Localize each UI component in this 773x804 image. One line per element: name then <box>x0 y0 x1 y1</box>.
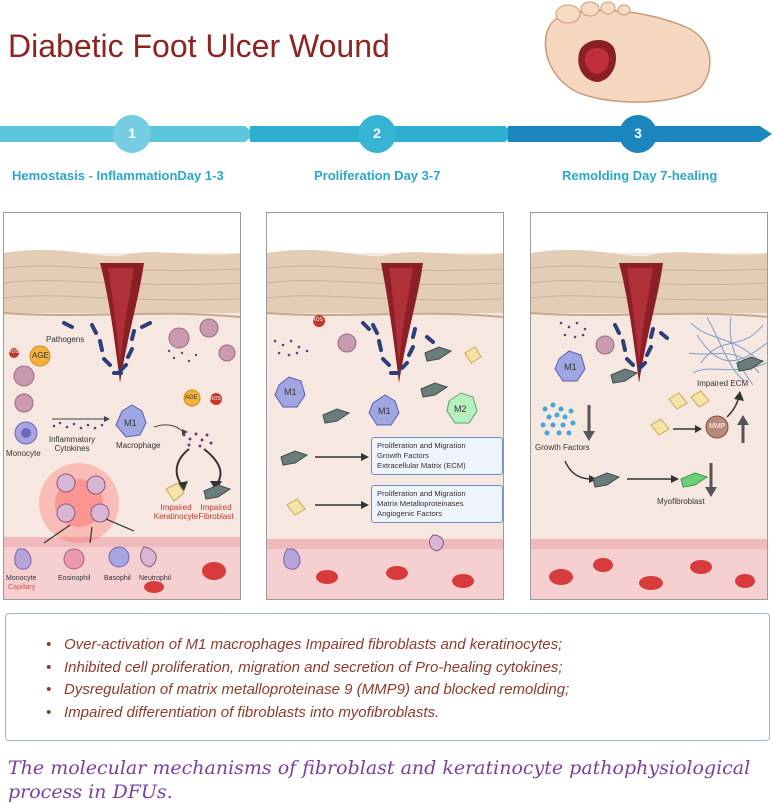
proliferation-box-1: Proliferation and Migration Growth Facto… <box>371 437 503 475</box>
eosinophil-label: Eosinophil <box>58 575 91 582</box>
stage-3-label: Remolding Day 7-healing <box>562 168 718 183</box>
step-1-number: 1 <box>128 125 136 141</box>
summary-list: Over-activation of M1 macrophages Impair… <box>46 634 569 725</box>
panel-2-illustration <box>267 213 503 599</box>
age-label: AGE <box>32 351 49 360</box>
box1-line2: Growth Factors <box>377 451 429 460</box>
m1-label: M1 <box>564 362 577 372</box>
impaired-fibroblast-label: Impaired Fibroblast <box>198 503 234 521</box>
stage-2-label: Proliferation Day 3-7 <box>314 168 441 183</box>
capillary-label: Capillary <box>8 584 36 591</box>
box2-line1: Proliferation and Migration <box>377 489 466 498</box>
macrophage-label: Macrophage <box>116 441 161 450</box>
box2-line3: Angiogenic Factors <box>377 509 443 518</box>
age-label-2: AGE <box>185 395 198 401</box>
foot-illustration <box>544 1 711 103</box>
summary-item: Over-activation of M1 macrophages Impair… <box>46 634 569 657</box>
box1-line3: Extracellular Matrix (ECM) <box>377 461 466 470</box>
figure-caption: The molecular mechanisms of fibroblast a… <box>8 757 751 803</box>
step-2-number: 2 <box>373 125 381 141</box>
step-3-circle <box>619 115 657 153</box>
panel-inflammation: ROS AGE Pathogens Monocyte Inflammatory … <box>3 212 241 600</box>
step-2-circle <box>358 115 396 153</box>
myofibroblast-label: Myofibroblast <box>657 497 705 506</box>
stage-1-label: Hemostasis - InflammationDay 1-3 <box>12 168 224 183</box>
panel-3-illustration <box>531 213 767 599</box>
neutrophil-label: Neutrophil <box>139 575 171 582</box>
summary-item: Impaired differentiation of fibroblasts … <box>46 702 569 725</box>
basophil-label: Basophil <box>104 575 131 582</box>
growth-factors-label: Growth Factors <box>535 443 590 452</box>
impaired-keratinocyte-label: Impaired Keratinocyte <box>153 503 199 521</box>
step-3-number: 3 <box>634 125 642 141</box>
timeline-arrow <box>0 115 772 153</box>
proliferation-box-2: Proliferation and Migration Matrix Metal… <box>371 485 503 523</box>
mmp-label: MMP <box>709 423 726 430</box>
panel-remolding: M1 Impaired ECM Growth Factors MMP Myofi… <box>530 212 768 600</box>
ros-label: ROS <box>312 317 323 323</box>
figure-title: Diabetic Foot Ulcer Wound <box>8 28 390 64</box>
ros-label: ROS <box>8 349 19 355</box>
ros-label-2: ROS <box>210 396 221 402</box>
m1-center-label: M1 <box>378 406 391 416</box>
inflammatory-cytokines-label: Inflammatory Cytokines <box>48 435 96 453</box>
m1-left-label: M1 <box>284 387 297 397</box>
step-1-circle <box>113 115 151 153</box>
summary-item: Inhibited cell proliferation, migration … <box>46 657 569 680</box>
monocyte-label-2: Monocyte <box>6 575 37 582</box>
panel-proliferation: ROS M1 M1 M2 Proliferation and Migration… <box>266 212 504 600</box>
summary-item: Dysregulation of matrix metalloproteinas… <box>46 679 569 702</box>
pathogens-label: Pathogens <box>46 335 85 344</box>
panel-1-illustration <box>4 213 240 599</box>
box2-line2: Matrix Metalloproteinases <box>377 499 464 508</box>
m1-label: M1 <box>124 418 137 428</box>
monocyte-label: Monocyte <box>6 449 41 458</box>
summary-box: Over-activation of M1 macrophages Impair… <box>5 613 770 741</box>
m2-label: M2 <box>454 404 467 414</box>
impaired-ecm-label: Impaired ECM <box>697 379 749 388</box>
box1-line1: Proliferation and Migration <box>377 441 466 450</box>
